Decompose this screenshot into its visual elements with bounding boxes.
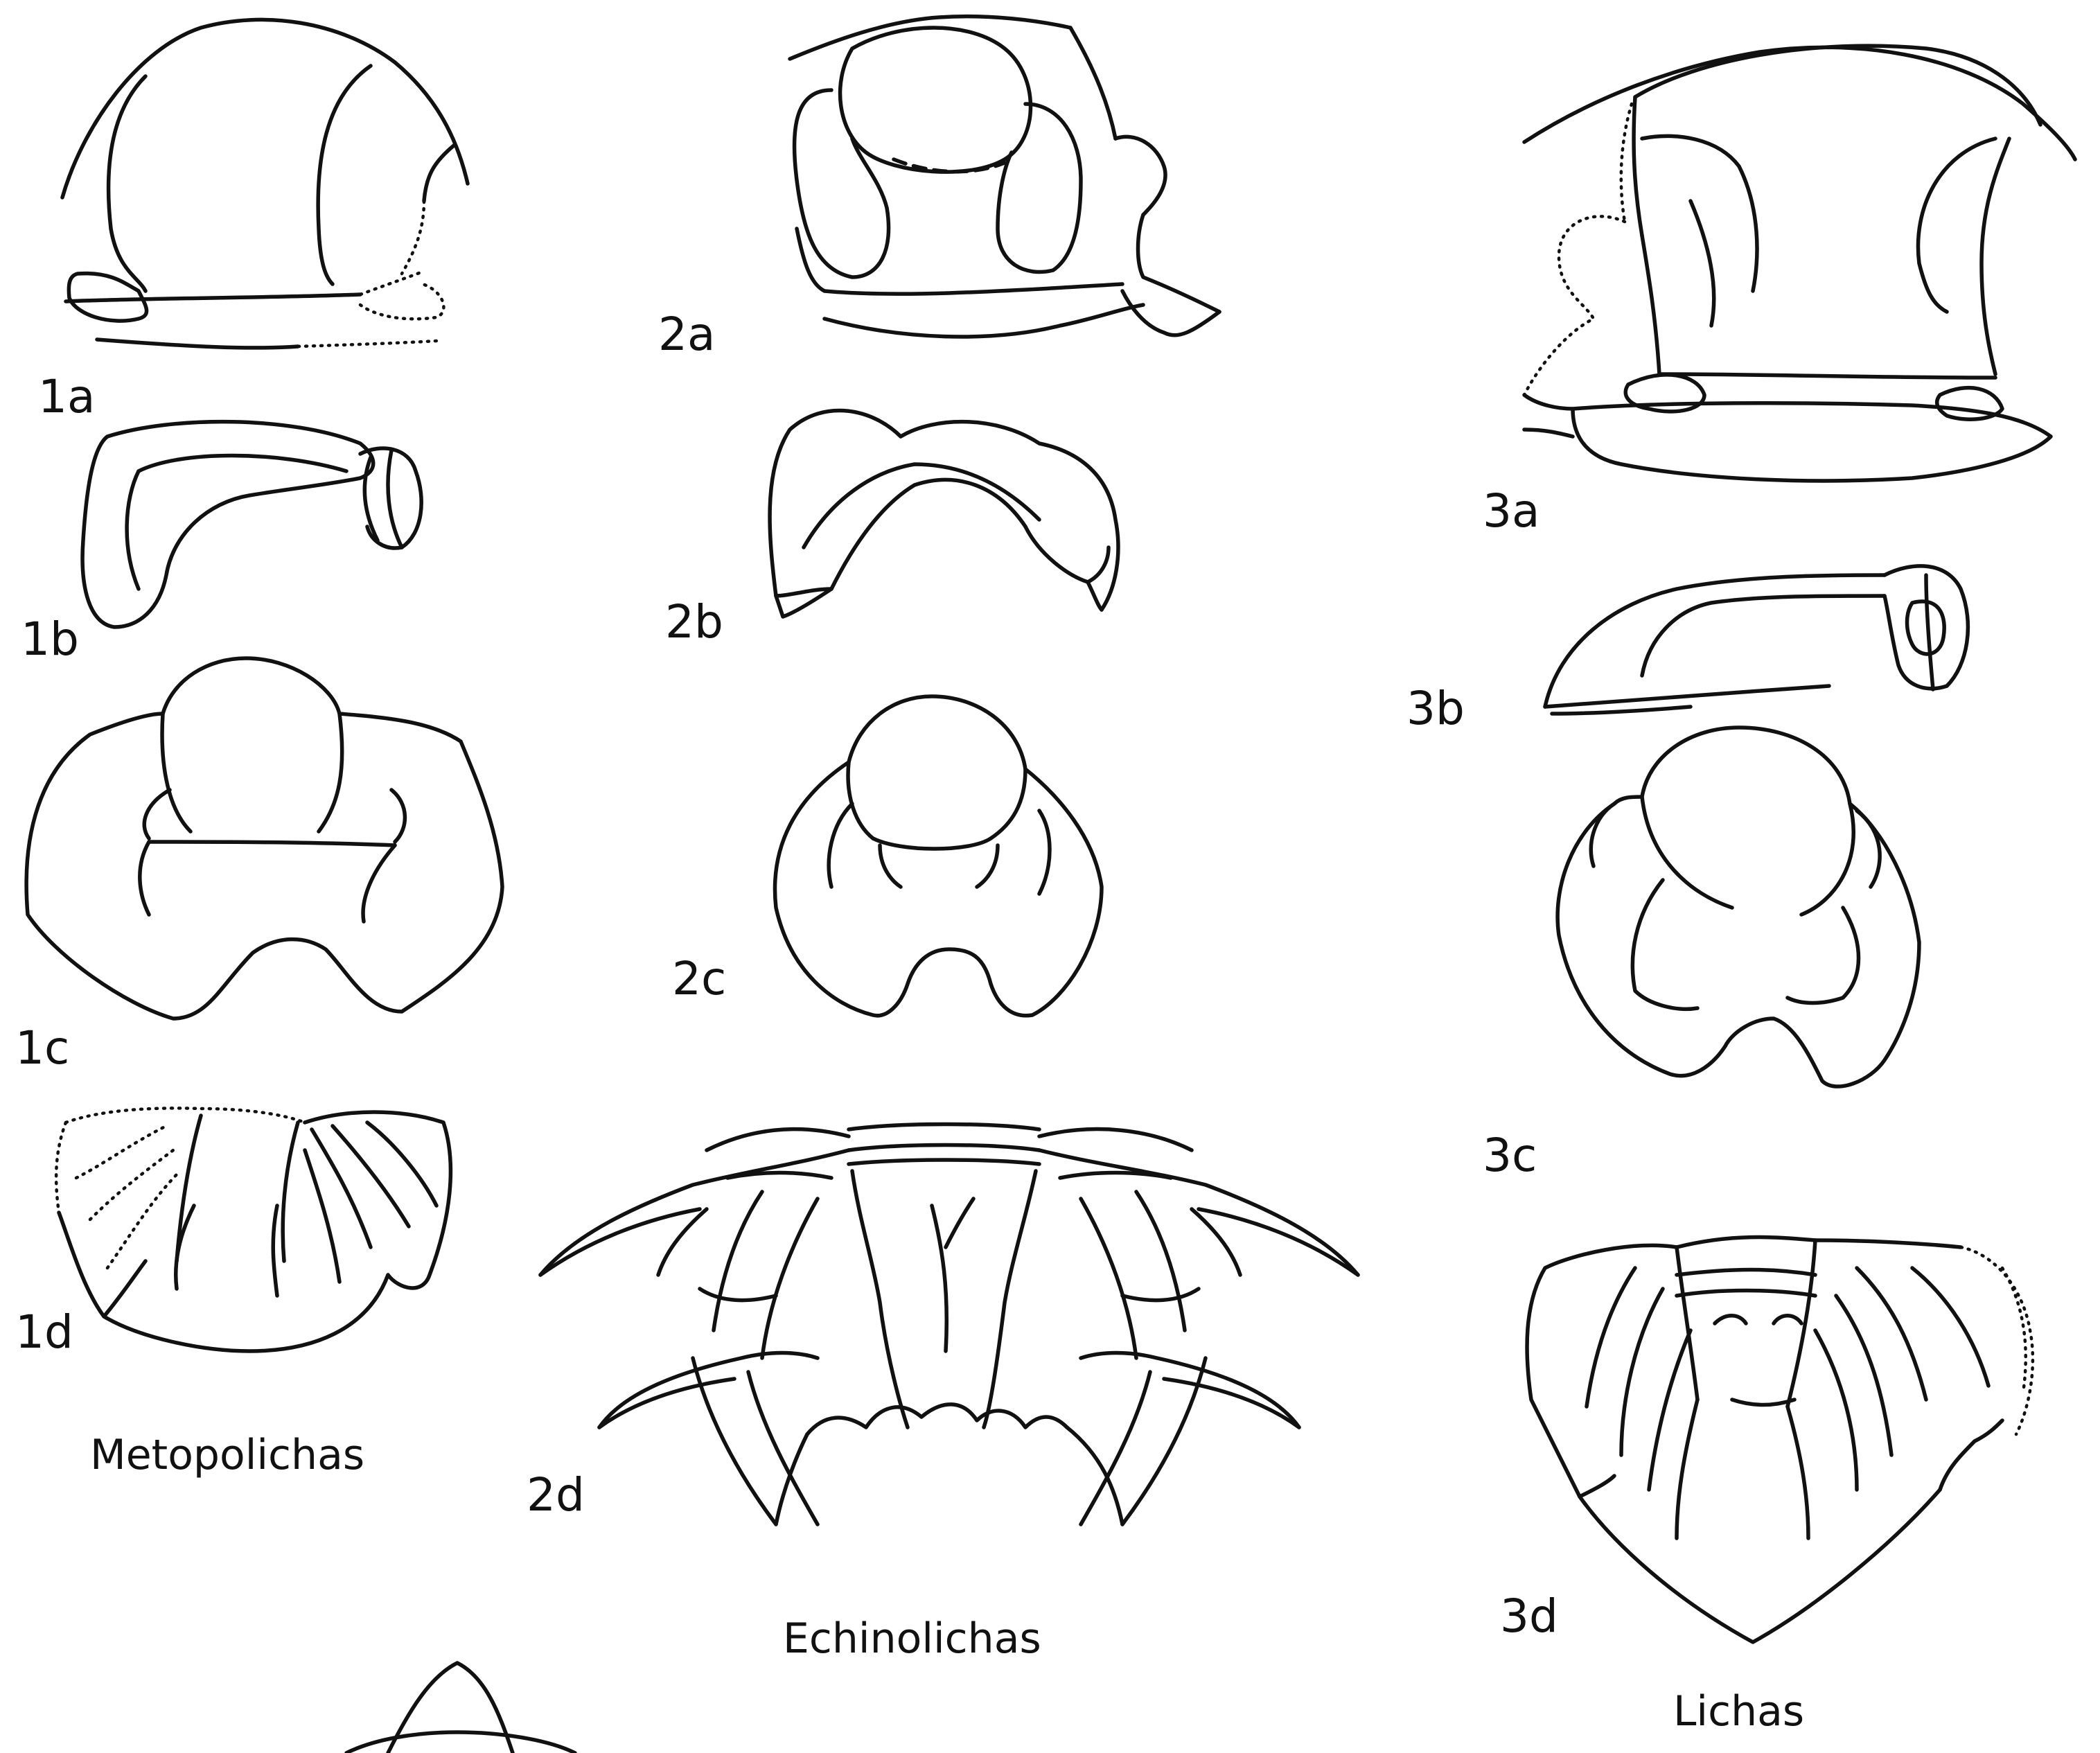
drawing-3c-hypostome: [1558, 728, 1919, 1086]
figure-label-3d: 3d: [1500, 1589, 1558, 1643]
drawing-2b-side-view: [770, 410, 1118, 617]
drawing-2a-cranidium: [790, 17, 1219, 337]
figure-label-1b: 1b: [21, 613, 79, 666]
figure-label-1a: 1a: [38, 370, 95, 423]
figure-label-1d: 1d: [15, 1305, 73, 1359]
figure-label-1c: 1c: [15, 1021, 69, 1075]
drawing-1a-cranidium: [62, 19, 468, 348]
drawing-3d-pygidium: [1527, 1237, 2033, 1642]
drawing-3a-cranidium: [1524, 46, 2075, 481]
drawing-2c-hypostome: [775, 696, 1102, 1016]
drawing-1c-hypostome: [26, 658, 502, 1019]
drawing-2d-pygidium: [540, 1125, 1358, 1525]
genus-name-lichas: Lichas: [1673, 1687, 1804, 1736]
drawing-partial-bottom: [346, 1663, 575, 1753]
figure-label-2a: 2a: [658, 308, 715, 361]
figure-label-2b: 2b: [665, 595, 723, 649]
figure-label-3c: 3c: [1483, 1129, 1537, 1182]
drawing-1d-pygidium: [56, 1108, 450, 1351]
figure-label-2c: 2c: [672, 952, 726, 1005]
genus-name-echinolichas: Echinolichas: [783, 1614, 1041, 1663]
figure-label-3a: 3a: [1483, 484, 1539, 538]
figure-label-3b: 3b: [1406, 682, 1465, 735]
drawing-1b-side-view: [82, 422, 421, 627]
drawing-3b-side-view: [1545, 566, 1968, 714]
genus-name-metopolichas: Metopolichas: [90, 1431, 364, 1479]
figure-label-2d: 2d: [527, 1468, 585, 1522]
